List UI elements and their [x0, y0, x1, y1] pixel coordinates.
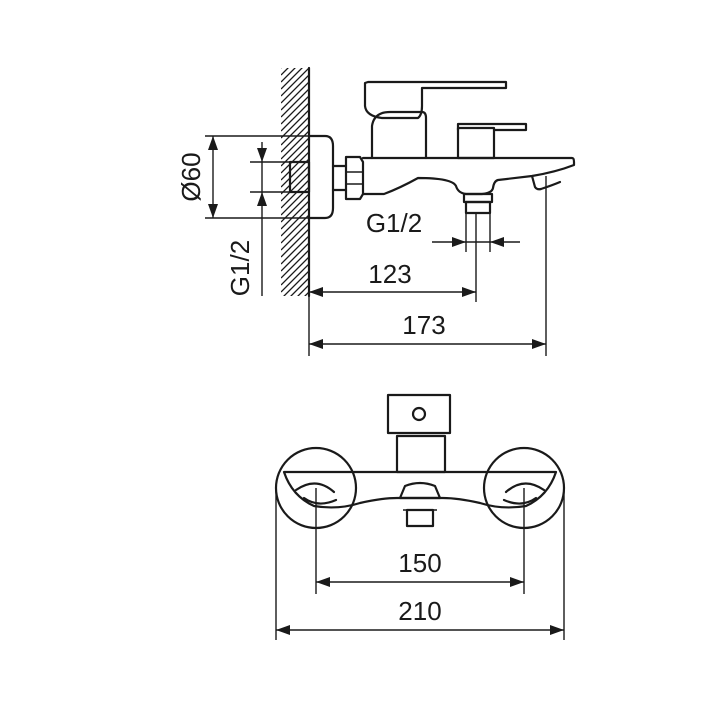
left-nut-curve [302, 496, 338, 505]
hatch-line [281, 214, 309, 244]
centers-arrow-left [316, 577, 330, 587]
lever-indicator [411, 406, 427, 422]
hatch-line [281, 144, 309, 174]
width-arrow-right [550, 625, 564, 635]
hatch-line [281, 263, 309, 293]
outlet-arrow-right [490, 237, 504, 247]
hatch-line [281, 130, 309, 160]
hatch-line [281, 228, 309, 258]
hatch-line [281, 165, 309, 195]
hatch-line [281, 256, 309, 286]
right-connector-curve [504, 482, 546, 494]
hatch-line [281, 242, 309, 272]
hatch-line [281, 88, 309, 118]
hatch-line [281, 299, 309, 327]
hatch-line [281, 102, 309, 132]
dia-arrow-top [208, 136, 218, 150]
dim-thread-outlet-label: G1/2 [366, 208, 422, 238]
hatch-line [281, 109, 309, 139]
hatch-line [281, 221, 309, 251]
hatch-line [281, 235, 309, 265]
depth-outlet-arrow-left [309, 287, 323, 297]
spout-aerator [530, 174, 562, 191]
hatch-line [281, 249, 309, 279]
diverter-outlet-front [398, 481, 442, 500]
hatch-line [281, 74, 309, 104]
thread-arrow-bottom [257, 192, 267, 206]
hatch-line [281, 95, 309, 125]
right-nut-curve [502, 496, 538, 505]
front-view: 150 210 [274, 393, 566, 640]
hatch-line [281, 306, 309, 334]
hatch-line [281, 207, 309, 237]
mixer-lever [363, 80, 508, 120]
dim-centers-label: 150 [398, 548, 441, 578]
cartridge-body [370, 110, 428, 160]
hatch-line [281, 68, 289, 76]
hatch-line [283, 270, 309, 296]
left-connector-curve [294, 482, 336, 494]
hatch-line [281, 313, 309, 341]
hatch-line [281, 68, 303, 90]
hatch-line [290, 277, 309, 296]
hatch-line [304, 291, 309, 296]
hatch-line [281, 179, 309, 209]
diverter-knob-body [456, 126, 496, 160]
hatch-line [281, 68, 282, 69]
dim-width-label: 210 [398, 596, 441, 626]
width-arrow-left [276, 625, 290, 635]
thread-arrow-top [257, 148, 267, 162]
outlet-connector-front [405, 508, 435, 528]
mixer-body [361, 156, 576, 196]
wall-hatching [281, 68, 309, 341]
depth-total-arrow-left [309, 339, 323, 349]
dim-diameter-label: Ø60 [176, 152, 206, 201]
diverter-knob-handle [456, 122, 528, 132]
dia-arrow-bottom [208, 204, 218, 218]
lever-front [386, 393, 452, 435]
depth-total-arrow-right [532, 339, 546, 349]
dim-thread-vertical-label: G1/2 [225, 240, 255, 296]
side-view: Ø60 G1/2 G1/2 123 173 [176, 66, 576, 356]
hex-nut [344, 155, 365, 201]
hatch-line [281, 172, 309, 202]
rosette [307, 134, 335, 220]
hatch-line [281, 158, 309, 188]
hatch-line [281, 151, 309, 181]
dim-depth-outlet-label: 123 [368, 259, 411, 289]
wall-connector [288, 160, 311, 194]
dim-depth-total-label: 173 [402, 310, 445, 340]
outlet-arrow-left [452, 237, 466, 247]
diverter-collar [462, 192, 494, 204]
hatch-line [281, 68, 296, 83]
hatch-line [281, 81, 309, 111]
centers-arrow-right [510, 577, 524, 587]
hatch-line [297, 284, 309, 296]
hatch-line [281, 123, 309, 153]
diverter-outlet [464, 200, 492, 215]
cartridge-front [395, 434, 447, 474]
hatch-line [281, 116, 309, 146]
mixer-body-front [282, 470, 558, 509]
hatch-line [281, 68, 309, 97]
hatch-line [281, 200, 309, 230]
depth-outlet-arrow-right [462, 287, 476, 297]
